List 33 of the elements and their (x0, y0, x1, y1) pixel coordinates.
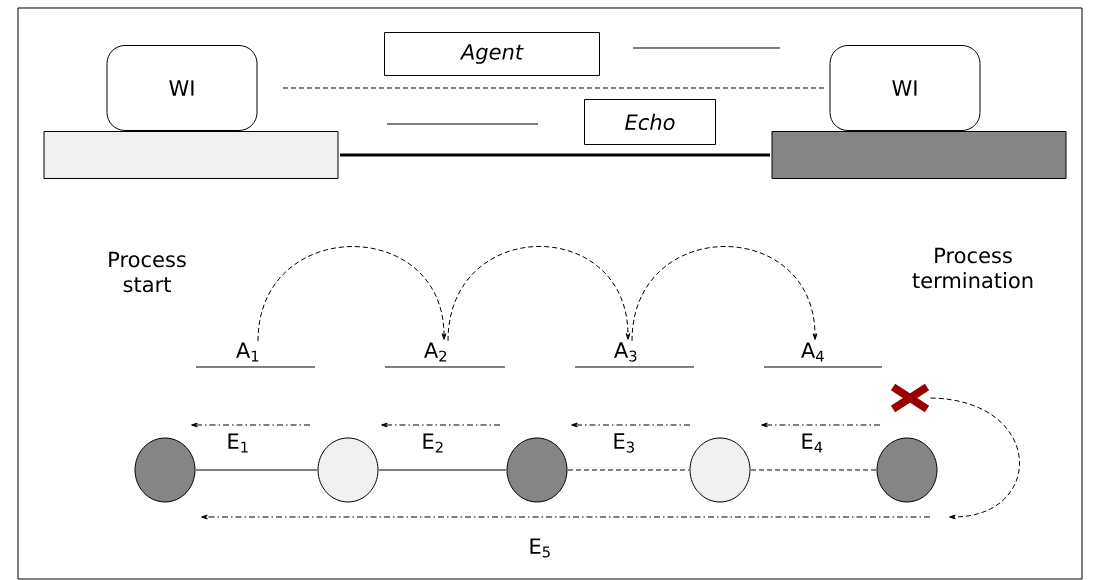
activity-label: A$_{3}$ (614, 342, 637, 362)
connector-line (282, 87, 825, 89)
state-circle (876, 437, 938, 503)
text-label: E$_{3}$ (614, 433, 634, 453)
state-circle (689, 437, 751, 503)
cross-mark (890, 383, 930, 413)
connector-line (340, 153, 770, 157)
echo-box: Echo (584, 99, 716, 145)
platform-bar (771, 131, 1067, 179)
arrow (447, 245, 631, 342)
arrow (930, 397, 1020, 520)
text-label: E$_{4}$ (802, 433, 823, 453)
workstation-box: WI (829, 45, 981, 131)
activity-label: A$_{2}$ (424, 342, 447, 362)
state-circle (506, 437, 568, 503)
state-circle (134, 437, 196, 503)
arrow (257, 246, 447, 342)
agent-box: Agent (384, 32, 600, 76)
state-circle (317, 437, 379, 503)
activity-label: A$_{4}$ (801, 342, 824, 362)
activity-label: A$_{1}$ (236, 342, 259, 362)
text-label: E$_{2}$ (423, 433, 443, 453)
workstation-box: WI (106, 45, 258, 131)
connector-line (750, 469, 877, 471)
text-label: Process start (109, 251, 186, 293)
text-label: E$_{5}$ (530, 538, 550, 558)
arrow (631, 246, 818, 342)
connector-line (195, 469, 318, 471)
connector-line (378, 469, 507, 471)
platform-bar (43, 131, 339, 179)
text-label: Process termination (912, 247, 1033, 289)
connector-line (567, 469, 690, 471)
text-label: E$_{1}$ (228, 433, 248, 453)
